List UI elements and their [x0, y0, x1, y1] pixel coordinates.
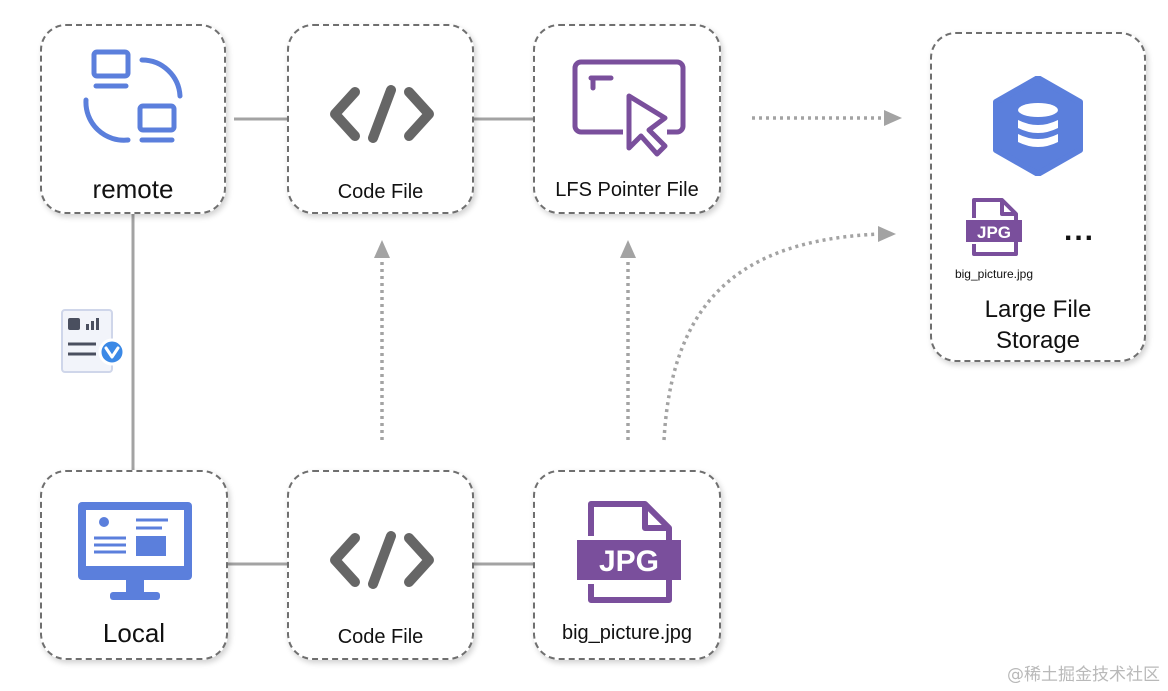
arrowhead-code-up	[374, 240, 390, 258]
code-brackets-icon	[330, 85, 434, 143]
jpg-file-icon: JPG	[577, 501, 681, 603]
storage-label-line2: Storage	[995, 327, 1081, 354]
more-files-ellipsis: ...	[1064, 214, 1096, 247]
arrowhead-lfs-to-storage	[884, 110, 902, 126]
monitor-icon	[78, 502, 192, 600]
node-large-file-storage: JPG big_picture.jpg ... Large File Stora…	[930, 32, 1146, 362]
remote-label: remote	[92, 174, 174, 204]
dotted-arrow-big-to-storage	[662, 232, 881, 441]
code-brackets-icon	[330, 531, 434, 589]
storage-label-line1: Large File	[984, 296, 1092, 323]
arrowhead-big-to-storage	[878, 226, 896, 242]
pointer-window-icon	[572, 59, 686, 157]
node-code-file-top: Code File	[287, 24, 474, 214]
local-label: Local	[102, 618, 166, 648]
node-code-file-bottom: Code File	[287, 470, 474, 660]
node-local: Local	[40, 470, 228, 660]
storage-file-caption: big_picture.jpg	[954, 267, 1034, 281]
lfs-pointer-label: LFS Pointer File	[555, 179, 699, 201]
node-remote: remote	[40, 24, 226, 214]
remote-sync-icon	[83, 49, 183, 143]
code-file-bottom-label: Code File	[337, 626, 424, 648]
node-big-picture: JPG big_picture.jpg	[533, 470, 721, 660]
database-icon	[993, 76, 1083, 176]
commit-report-icon	[61, 309, 126, 373]
code-file-top-label: Code File	[337, 181, 424, 203]
jpg-small-text: JPG	[977, 223, 1011, 242]
big-picture-label: big_picture.jpg	[561, 622, 693, 644]
arrowhead-big-to-pointer	[620, 240, 636, 258]
jpg-big-text: JPG	[599, 545, 659, 578]
watermark: @稀土掘金技术社区	[1007, 665, 1160, 685]
node-lfs-pointer: LFS Pointer File	[533, 24, 721, 214]
jpg-file-icon: JPG	[966, 198, 1022, 256]
